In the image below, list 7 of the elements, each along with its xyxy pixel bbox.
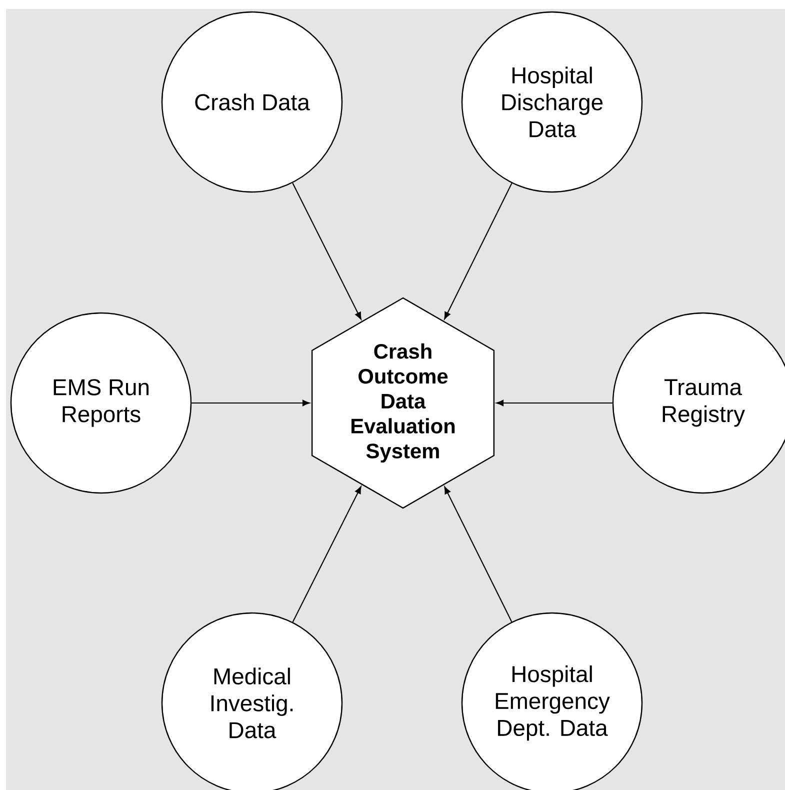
arrow xyxy=(496,400,612,406)
arrow xyxy=(444,486,512,622)
arrow xyxy=(192,400,310,406)
arrow xyxy=(444,182,512,320)
hexagon-box: Crash Outcome Data Evaluation System xyxy=(311,297,495,509)
arrow xyxy=(292,182,362,320)
arrow xyxy=(292,486,362,622)
